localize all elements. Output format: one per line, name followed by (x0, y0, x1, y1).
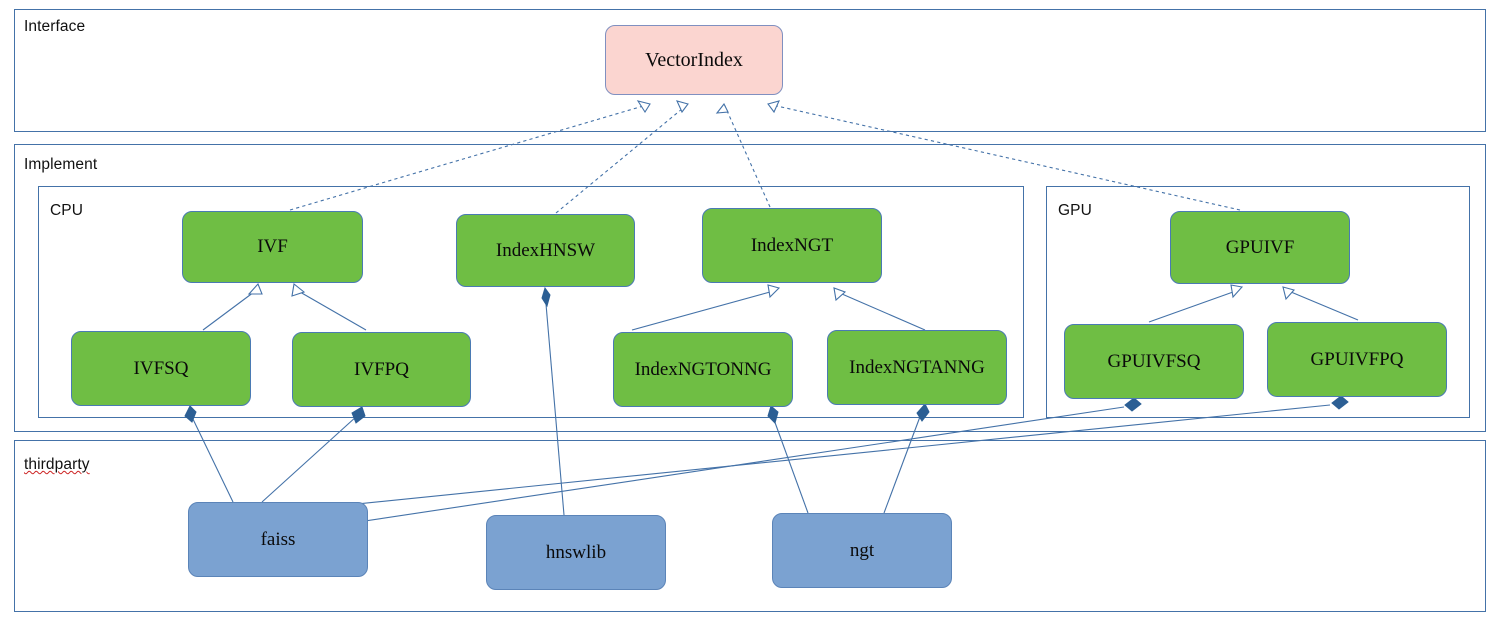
node-gpuivfsq[interactable]: GPUIVFSQ (1064, 324, 1244, 399)
node-hnswlib[interactable]: hnswlib (486, 515, 666, 590)
node-label-indexngt: IndexNGT (750, 234, 834, 256)
node-label-hnswlib: hnswlib (545, 541, 607, 563)
node-label-ivf: IVF (257, 236, 288, 258)
node-label-gpuivf: GPUIVF (1225, 236, 1295, 258)
node-label-indexngtonng: IndexNGTONNG (634, 358, 772, 380)
node-gpuivfpq[interactable]: GPUIVFPQ (1267, 322, 1447, 397)
node-indexngt[interactable]: IndexNGT (702, 208, 882, 283)
node-label-ivfpq: IVFPQ (354, 358, 409, 380)
node-gpuivf[interactable]: GPUIVF (1170, 211, 1350, 284)
node-indexngtonng[interactable]: IndexNGTONNG (613, 332, 793, 407)
group-label-cpu: CPU (50, 202, 84, 219)
node-label-gpuivfsq: GPUIVFSQ (1107, 350, 1201, 372)
node-indexngtanng[interactable]: IndexNGTANNG (827, 330, 1007, 405)
node-label-indexngtanng: IndexNGTANNG (849, 356, 985, 378)
group-label-thirdparty: thirdparty (24, 456, 90, 473)
node-indexhnsw[interactable]: IndexHNSW (456, 214, 635, 287)
node-ivfpq[interactable]: IVFPQ (292, 332, 471, 407)
node-label-ivfsq: IVFSQ (133, 357, 189, 379)
node-label-ngt: ngt (849, 539, 875, 561)
node-label-indexhnsw: IndexHNSW (495, 239, 596, 261)
node-faiss[interactable]: faiss (188, 502, 368, 577)
node-vectorindex[interactable]: VectorIndex (605, 25, 783, 95)
node-ivf[interactable]: IVF (182, 211, 363, 283)
node-label-gpuivfpq: GPUIVFPQ (1310, 348, 1404, 370)
node-label-vectorindex: VectorIndex (645, 48, 743, 71)
group-label-gpu: GPU (1058, 202, 1092, 219)
group-label-implement: Implement (24, 156, 98, 173)
node-label-faiss: faiss (260, 528, 296, 550)
node-ivfsq[interactable]: IVFSQ (71, 331, 251, 406)
node-ngt[interactable]: ngt (772, 513, 952, 588)
group-label-interface: Interface (24, 18, 86, 35)
